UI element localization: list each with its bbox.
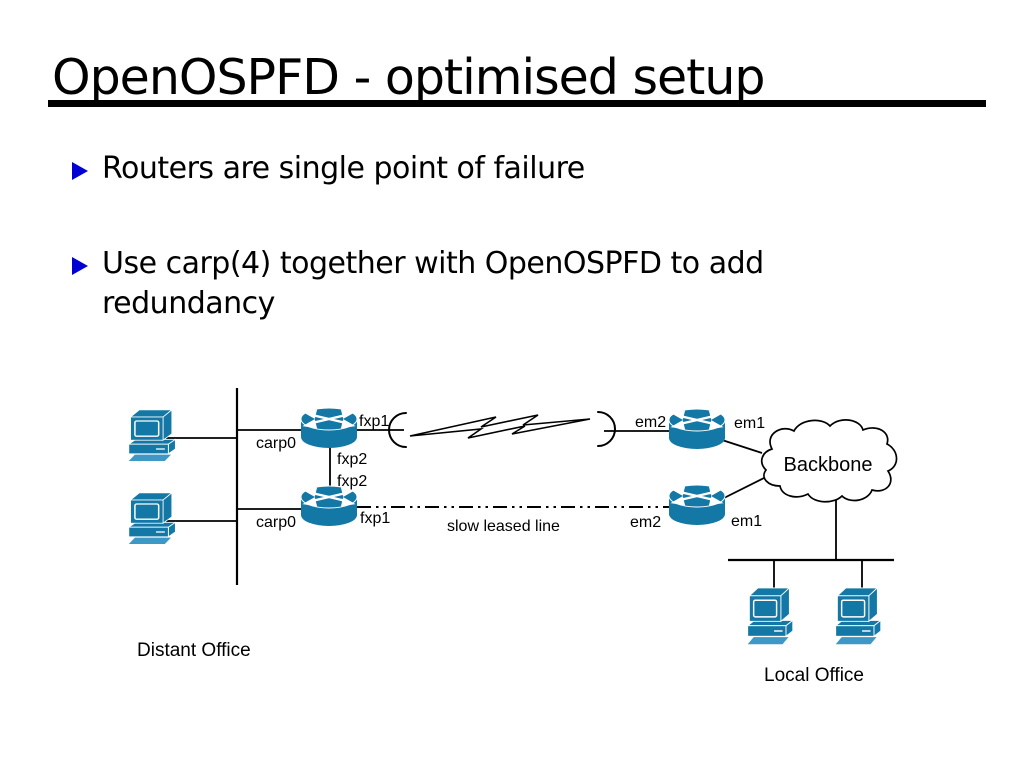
- wan-gap-left-arc: [388, 412, 407, 448]
- backbone-cloud: [760, 419, 898, 503]
- label-router-b-fxp1: fxp1: [360, 510, 390, 527]
- bullet-item-2: Use carp(4) together with OpenOSPFD to a…: [72, 244, 912, 324]
- label-backbone: Backbone: [784, 454, 873, 476]
- bullet-item-1: Routers are single point of failure: [72, 149, 912, 189]
- workstation-icon-local-2: [834, 587, 882, 645]
- bullet-arrow-icon: [72, 162, 88, 180]
- label-router-a-fxp1: fxp1: [359, 413, 389, 430]
- bullet-text-2: Use carp(4) together with OpenOSPFD to a…: [102, 246, 764, 321]
- router-d-cloud-line: [721, 476, 767, 500]
- label-distant-office: Distant Office: [137, 640, 251, 661]
- title-underline: [48, 100, 986, 107]
- label-router-d-em2: em2: [630, 514, 661, 531]
- router-c-cloud-line: [721, 439, 763, 454]
- router-icon-top-left: [299, 406, 359, 450]
- page-title: OpenOSPFD - optimised setup: [52, 49, 765, 106]
- label-slow-leased-line: slow leased line: [447, 518, 560, 535]
- label-router-c-em2: em2: [635, 414, 666, 431]
- workstation-icon-local-1: [746, 587, 794, 645]
- workstation-icon-distant-2: [128, 492, 177, 545]
- wan-gap-right-arc: [597, 411, 616, 447]
- bullet-arrow-icon: [72, 257, 88, 275]
- label-router-d-em1: em1: [731, 513, 762, 530]
- label-local-office: Local Office: [764, 665, 864, 686]
- label-router-b-fxp2: fxp2: [337, 473, 367, 490]
- bullet-text-1: Routers are single point of failure: [102, 151, 585, 186]
- label-router-a-fxp2: fxp2: [337, 451, 367, 468]
- router-icon-bottom-right: [667, 483, 727, 527]
- router-icon-bottom-left: [299, 484, 359, 528]
- lightning-bolt-icon: [409, 414, 591, 439]
- router-icon-top-right: [667, 407, 727, 451]
- label-router-b-carp0: carp0: [256, 514, 296, 531]
- label-router-a-carp0: carp0: [256, 435, 296, 452]
- label-router-c-em1: em1: [734, 415, 765, 432]
- workstation-icon-distant-1: [128, 409, 177, 462]
